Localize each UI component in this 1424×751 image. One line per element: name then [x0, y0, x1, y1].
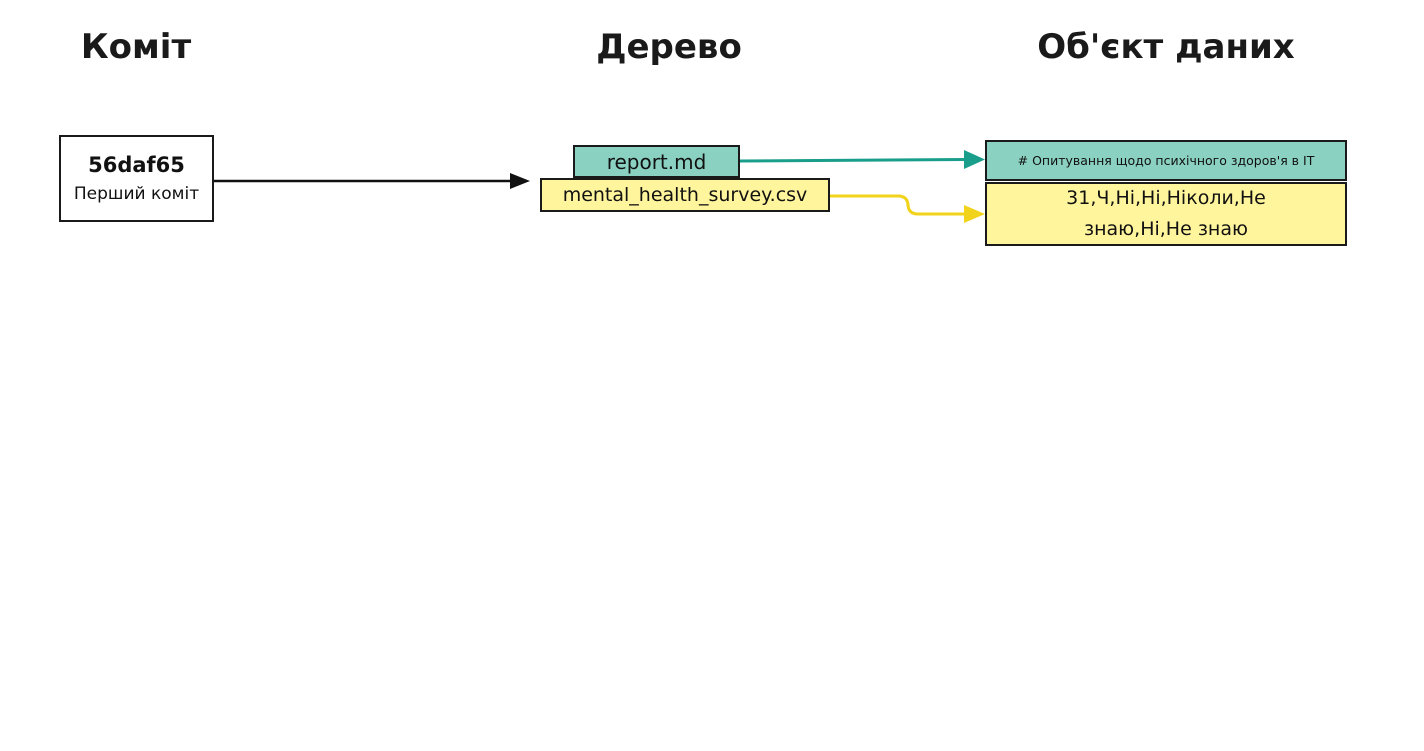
tree-entry-report: report.md: [573, 145, 740, 178]
blob-report-content: # Опитування щодо психічного здоров'я в …: [985, 140, 1347, 181]
csv-to-blob-arrowhead: [964, 205, 985, 223]
data-object-column-title: Об'єкт даних: [1037, 27, 1295, 67]
commit-column-title: Коміт: [80, 27, 192, 67]
commit-to-tree-arrowhead: [510, 173, 530, 189]
blob-csv-content: 31,Ч,Ні,Ні,Ніколи,Не знаю,Ні,Не знаю: [985, 182, 1347, 246]
commit-node: 56daf65 Перший коміт: [59, 135, 214, 222]
report-to-blob-arrow: [739, 158, 967, 163]
tree-column-title: Дерево: [596, 27, 742, 67]
report-to-blob-arrowhead: [964, 150, 985, 169]
tree-entry-csv: mental_health_survey.csv: [540, 178, 830, 212]
commit-message: Перший коміт: [73, 183, 200, 204]
csv-to-blob-arrow: [830, 194, 966, 216]
commit-hash: 56daf65: [88, 152, 185, 177]
